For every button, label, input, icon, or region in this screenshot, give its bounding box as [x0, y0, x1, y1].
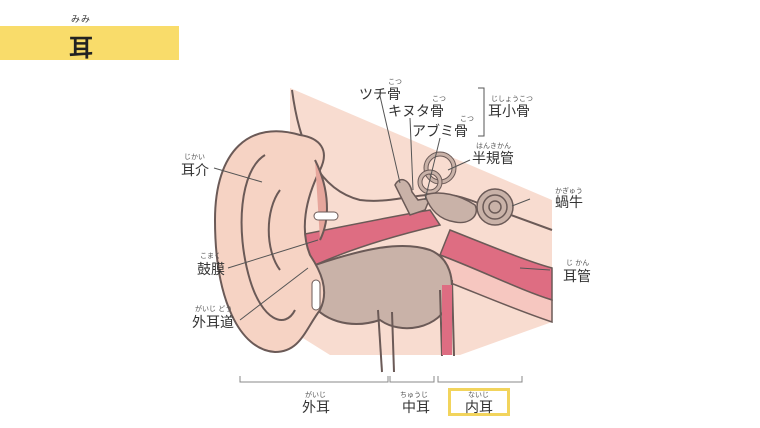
ruby-canals: はんきかん	[476, 142, 511, 150]
ossicles	[394, 178, 432, 216]
title-ruby: みみ	[71, 15, 92, 25]
label-malleus: ツチ骨	[359, 87, 401, 103]
ruby-eardrum: こまく	[200, 252, 221, 260]
inner-ear-highlight	[448, 388, 510, 416]
label-incus: キヌタ骨	[388, 104, 444, 120]
ruby-eustachian: じ かん	[566, 259, 590, 267]
label-auricle: 耳介	[181, 163, 209, 179]
label-eustachian-tube: 耳管	[563, 269, 591, 285]
label-eardrum: 鼓膜	[197, 262, 225, 278]
section-outer-ear: 外耳	[302, 400, 330, 416]
ruby-inner: ないじ	[468, 391, 489, 399]
ruby-auricle: じかい	[184, 153, 205, 161]
section-inner-ear: 内耳	[465, 400, 493, 416]
ruby-middle: ちゅうじ	[400, 391, 428, 399]
label-cochlea: 蝸牛	[555, 195, 583, 211]
ruby-ossicles: じしょうこつ	[491, 95, 533, 103]
ruby-cochlea: かぎゅう	[555, 187, 583, 195]
label-semicircular-canals: 半規管	[472, 151, 514, 167]
ear-canal-band	[298, 209, 442, 266]
ruby-kinuta: こつ	[432, 95, 446, 103]
label-stapes: アブミ骨	[412, 124, 468, 140]
ruby-canal: がいじ どう	[195, 305, 233, 313]
label-ear-canal: 外耳道	[192, 315, 234, 331]
section-middle-ear: 中耳	[402, 400, 430, 416]
ruby-tsuchi: こつ	[388, 78, 402, 86]
page-title: 耳	[69, 34, 93, 62]
label-ossicles: 耳小骨	[488, 104, 530, 120]
ruby-abumi: こつ	[460, 115, 474, 123]
ruby-outer: がいじ	[305, 391, 326, 399]
title-bar	[0, 26, 179, 60]
